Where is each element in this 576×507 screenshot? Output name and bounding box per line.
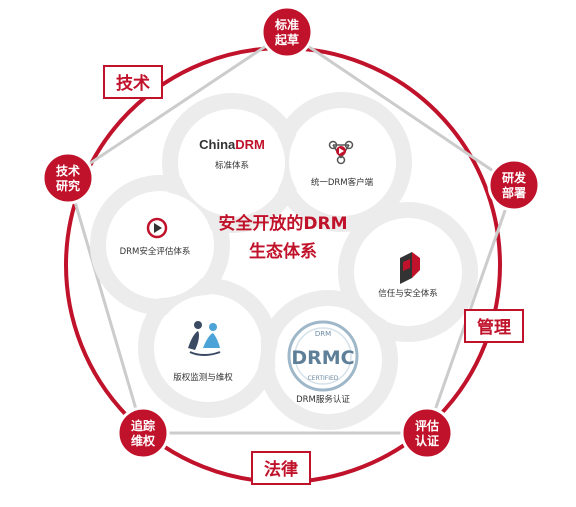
svg-text:研究: 研究: [56, 178, 80, 193]
svg-text:追踪: 追踪: [131, 418, 155, 433]
svg-text:部署: 部署: [502, 185, 526, 200]
drmc-badge-icon: DRM DRMC CERTIFIED: [287, 320, 359, 392]
drmc-label: DRM服务认证: [296, 394, 350, 405]
node-evaluate: 评估 认证: [400, 406, 454, 460]
flower-rings: [90, 92, 478, 430]
china-drm-logo: ChinaDRM: [199, 137, 265, 152]
node-tech-research: 技术 研究: [41, 151, 95, 205]
node-track: 追踪 维权: [116, 406, 170, 460]
tag-manage: 管理: [464, 309, 524, 343]
node-standards: 标准 起草: [260, 5, 314, 59]
drmc-badge-main: DRMC: [291, 347, 354, 369]
pentagon-connector: [66, 30, 516, 435]
people-monitor-icon: [188, 321, 221, 356]
item-china-drm: ChinaDRM 标准体系: [199, 137, 265, 171]
node-research-deploy: 研发 部署: [487, 158, 541, 212]
center-title-line1: 安全开放的DRM: [218, 213, 347, 234]
svg-text:起草: 起草: [274, 32, 299, 47]
drmc-badge-top: DRM: [315, 330, 331, 338]
svg-text:研发: 研发: [502, 170, 527, 185]
tag-law: 法律: [251, 451, 311, 485]
tag-tech: 技术: [103, 65, 163, 99]
item-drmc: DRM DRMC CERTIFIED DRM服务认证: [287, 320, 359, 405]
client-network-icon: [328, 140, 354, 165]
item-unified-client: 统一DRM客户端: [311, 140, 374, 188]
svg-text:技术: 技术: [56, 163, 80, 178]
china-drm-label: 标准体系: [215, 160, 249, 171]
client-label: 统一DRM客户端: [311, 177, 374, 188]
item-trust: 信任与安全体系: [378, 252, 438, 299]
svg-text:法律: 法律: [264, 459, 298, 480]
item-security-eval: DRM安全评估体系: [120, 217, 191, 257]
svg-text:标准: 标准: [274, 17, 299, 32]
center-title-line2: 生态体系: [249, 241, 317, 262]
item-monitor: 版权监测与维权: [173, 321, 233, 383]
svg-text:认证: 认证: [415, 433, 439, 448]
flower-fills: [107, 109, 461, 413]
svg-text:管理: 管理: [477, 317, 511, 338]
svg-text:评估: 评估: [415, 418, 439, 433]
security-eval-label: DRM安全评估体系: [120, 246, 191, 257]
trust-label: 信任与安全体系: [378, 288, 438, 299]
trust-cube-icon: [400, 252, 420, 284]
monitor-label: 版权监测与维权: [173, 372, 233, 383]
drmc-badge-bottom: CERTIFIED: [308, 375, 339, 382]
svg-text:技术: 技术: [116, 73, 150, 94]
svg-text:维权: 维权: [131, 433, 156, 448]
play-shield-icon: [146, 217, 168, 239]
